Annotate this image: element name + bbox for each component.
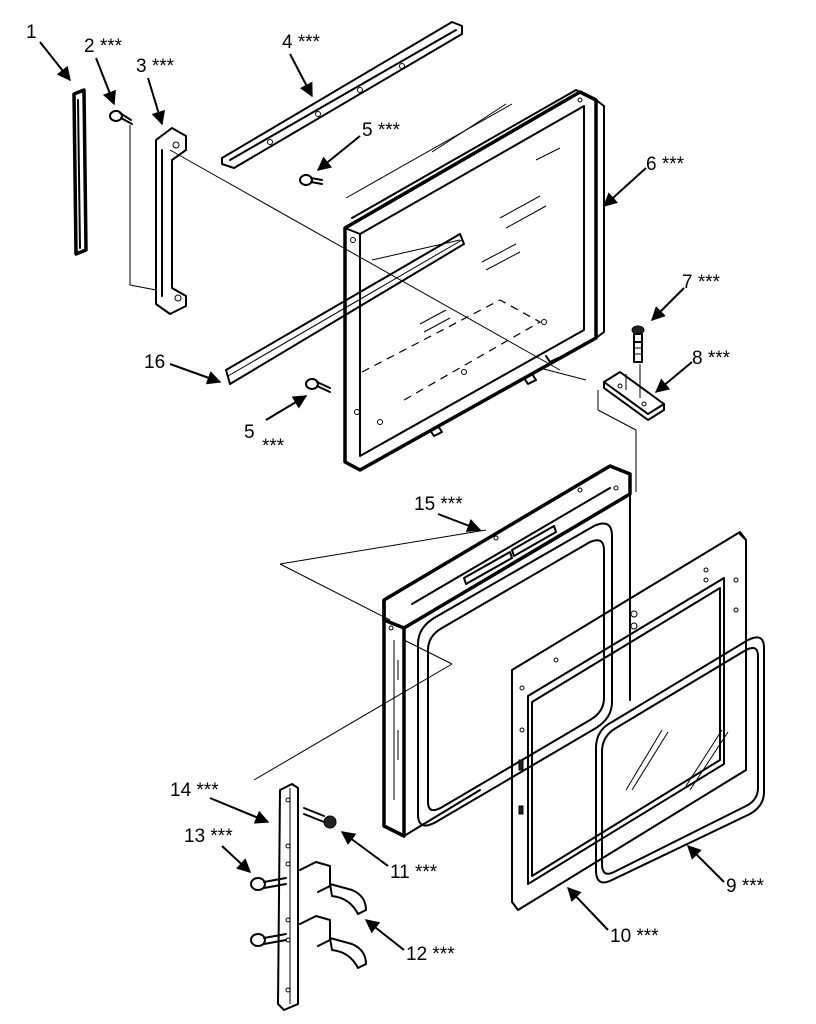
callout-1: 1 (26, 22, 37, 43)
handle-mount-lines (129, 125, 561, 371)
callout-5-bottom: 5 (244, 422, 255, 443)
leader-arrows (39, 41, 725, 951)
callout-labels: 1 2 *** 3 *** 4 *** 5 *** 6 *** 7 *** 8 … (26, 22, 765, 965)
part-4-top-trim (221, 21, 463, 169)
callout-5-top: 5 *** (362, 120, 401, 141)
callout-11: 11 *** (390, 862, 438, 883)
part-13-screws (250, 877, 287, 947)
part-14-latch-bar (277, 783, 299, 1011)
part-11-screw (303, 807, 337, 829)
part-1-strip (72, 88, 88, 256)
callout-10: 10 *** (610, 926, 659, 947)
callout-3: 3 *** (136, 56, 175, 77)
callout-5-bottom-stars: *** (262, 436, 285, 457)
part-9-glass-pane (595, 636, 765, 884)
callout-12: 12 *** (406, 944, 455, 965)
part-7-bolt (631, 325, 645, 363)
callout-15: 15 *** (414, 494, 463, 515)
callout-4: 4 *** (282, 32, 321, 53)
part-8-bracket (603, 364, 665, 421)
callout-7: 7 *** (682, 272, 721, 293)
callout-13: 13 *** (184, 826, 233, 847)
callout-16: 16 (144, 352, 165, 373)
part-15-inner-liner (382, 464, 632, 838)
callout-8: 8 *** (692, 348, 731, 369)
part-6-reference-lines (345, 103, 513, 199)
bracket-reference-lines (539, 367, 637, 492)
part-6-outer-door (343, 89, 605, 472)
part-5-screw-top (299, 174, 323, 186)
part-5-screw-bottom (305, 378, 331, 393)
part-2-screw (109, 110, 133, 125)
callout-9: 9 *** (726, 876, 765, 897)
part-10-glass-frame (511, 531, 747, 911)
part-3-handle (155, 127, 187, 315)
part-16-strip (225, 233, 465, 385)
callout-2: 2 *** (84, 36, 123, 57)
callout-14: 14 *** (170, 780, 219, 801)
part-15-reference-lines (253, 529, 487, 781)
part-12-latches (299, 861, 367, 969)
callout-6: 6 *** (646, 154, 685, 175)
